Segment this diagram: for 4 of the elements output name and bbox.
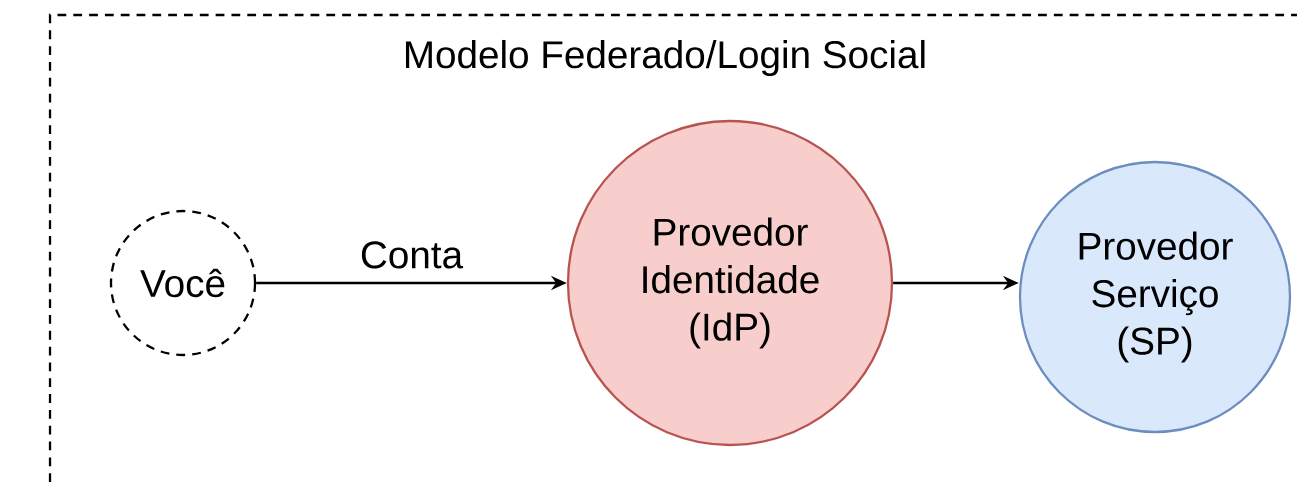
circle-node: Você: [109, 209, 257, 357]
circle-node: Provedor Identidade (IdP): [566, 119, 894, 447]
edge-label: Conta: [361, 241, 464, 269]
circle-node: Provedor Serviço (SP): [1018, 160, 1292, 434]
